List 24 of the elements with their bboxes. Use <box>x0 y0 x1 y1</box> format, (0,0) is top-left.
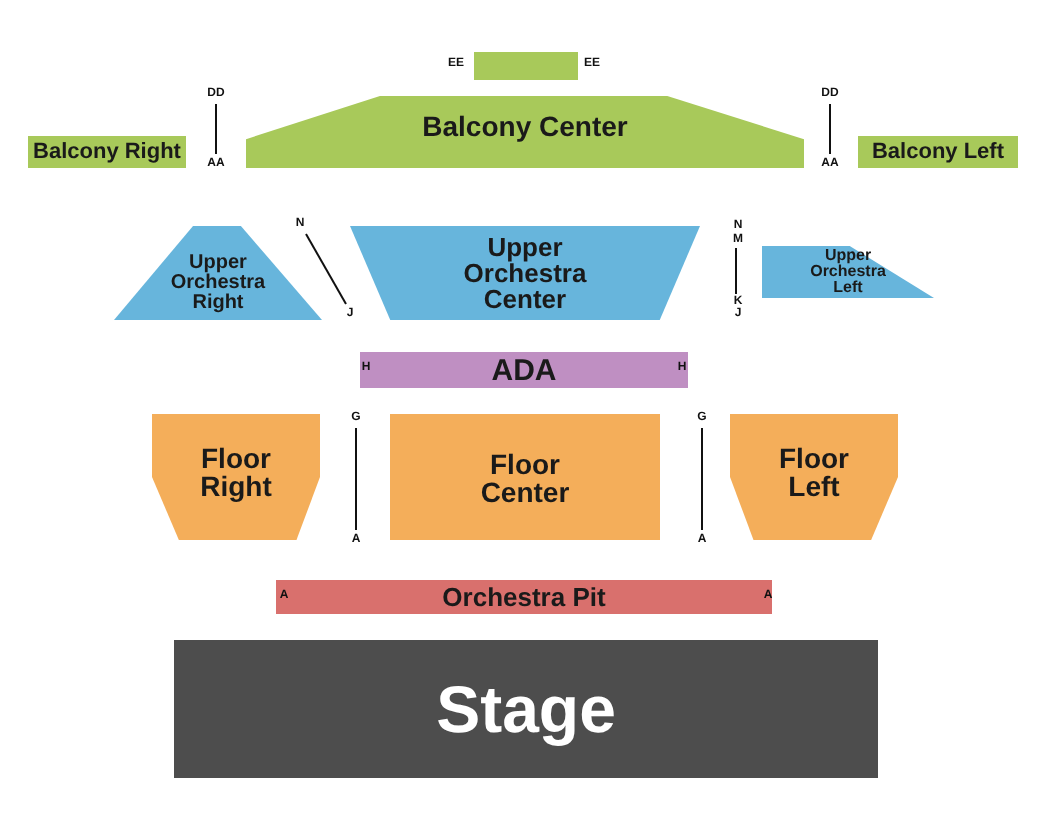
section-label: Floor Right <box>198 443 274 499</box>
seating-section <box>474 52 578 80</box>
section-label: Balcony Right <box>33 141 181 163</box>
seating-section <box>360 352 688 388</box>
seating-section <box>390 414 660 540</box>
seating-section <box>762 246 934 298</box>
stage-label: Stage <box>436 676 616 742</box>
section-label: Balcony Center <box>422 112 628 140</box>
section-label: Orchestra Pit <box>442 584 606 610</box>
section-label: Floor Left <box>777 443 851 499</box>
stage-block <box>174 640 878 778</box>
seating-section <box>858 136 1018 168</box>
seating-section <box>152 414 320 540</box>
section-label: ADA <box>491 355 557 385</box>
section-label: Floor Center <box>478 449 572 505</box>
seating-section <box>350 226 700 320</box>
seating-section <box>114 226 322 320</box>
section-label: Upper Orchestra Right <box>168 253 268 313</box>
section-label: Balcony Left <box>871 141 1004 163</box>
section-label: Upper Orchestra Left <box>808 248 888 296</box>
seating-section <box>246 96 804 168</box>
seating-section <box>730 414 898 540</box>
section-label: Upper Orchestra Center <box>461 234 589 312</box>
seating-section <box>276 580 772 614</box>
